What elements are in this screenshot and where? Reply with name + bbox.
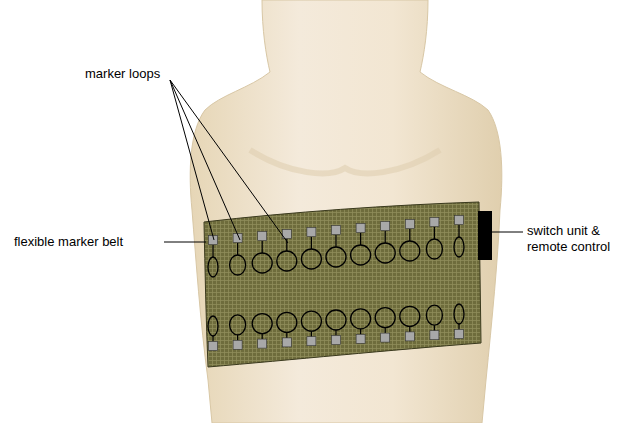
marker-loop (301, 249, 321, 269)
marker-square (356, 334, 365, 343)
marker-loop (252, 253, 272, 273)
marker-loop (301, 311, 321, 331)
loop-stem (360, 233, 361, 245)
part-label: switch unit & remote control (527, 223, 637, 255)
marker-square (258, 232, 267, 241)
marker-square (381, 333, 390, 342)
loop-stem (311, 331, 312, 337)
loop-stem (385, 328, 386, 334)
loop-stem (212, 336, 213, 342)
marker-square (282, 338, 291, 347)
part-label: marker loops (85, 66, 205, 82)
loop-stem (385, 231, 386, 243)
marker-loop (208, 257, 218, 277)
marker-loop (375, 308, 395, 328)
marker-square (430, 331, 439, 340)
marker-square (455, 330, 464, 339)
leader-line (170, 80, 240, 240)
marker-loops (208, 216, 464, 351)
marker-loop (230, 315, 246, 335)
marker-loop (426, 305, 442, 325)
marker-square (332, 226, 341, 235)
marker-loop (400, 306, 420, 326)
loop-stem (237, 243, 238, 255)
leader-line (170, 80, 214, 240)
loop-stem (409, 326, 410, 332)
loop-stem (360, 329, 361, 335)
marker-square (430, 218, 439, 227)
loop-stem (458, 225, 459, 237)
loop-stem (311, 237, 312, 249)
marker-loop (252, 314, 272, 334)
marker-belt (204, 202, 481, 367)
loop-stem (434, 227, 435, 239)
leader-line (492, 232, 523, 233)
marker-square (455, 216, 464, 225)
loop-stem (458, 324, 459, 330)
marker-square (405, 220, 414, 229)
marker-loop (277, 251, 297, 271)
marker-loop (454, 237, 464, 257)
switch-unit (478, 211, 492, 260)
loop-stem (335, 235, 336, 247)
marker-square (258, 339, 267, 348)
loop-stem (262, 241, 263, 253)
marker-square (356, 224, 365, 233)
leader-line (164, 242, 206, 243)
loop-stem (212, 245, 213, 257)
marker-loop (351, 245, 371, 265)
marker-loop (351, 309, 371, 329)
marker-square (307, 337, 316, 346)
marker-loop (208, 316, 218, 336)
marker-loop (426, 239, 442, 259)
marker-loop (326, 247, 346, 267)
leader-line (170, 80, 288, 243)
marker-loop (230, 255, 246, 275)
part-label: flexible marker belt (14, 234, 174, 250)
loop-stem (409, 229, 410, 241)
loop-stem (237, 335, 238, 341)
loop-stem (262, 334, 263, 340)
marker-square (233, 340, 242, 349)
loop-stem (434, 325, 435, 331)
loop-stem (335, 330, 336, 336)
marker-square (381, 222, 390, 231)
loop-stem (286, 332, 287, 338)
marker-loop (277, 312, 297, 332)
marker-loop (400, 241, 420, 261)
marker-square (209, 342, 218, 351)
leader-lines (164, 80, 523, 243)
marker-loop (326, 310, 346, 330)
marker-loop (454, 304, 464, 324)
chest-shading (250, 150, 440, 173)
torso (190, 0, 502, 423)
marker-square (307, 228, 316, 237)
marker-square (405, 332, 414, 341)
marker-loop (375, 243, 395, 263)
marker-square (332, 336, 341, 345)
